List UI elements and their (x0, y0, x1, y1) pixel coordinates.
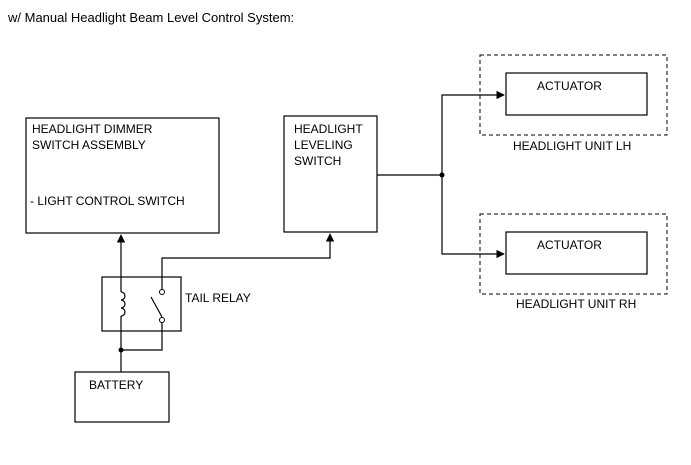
headlight-unit-lh-label: HEADLIGHT UNIT LH (513, 139, 631, 153)
leveling-switch-label-line1: HEADLIGHT (294, 122, 363, 136)
actuator-rh-box (505, 231, 648, 275)
diagram-title: w/ Manual Headlight Beam Level Control S… (7, 10, 294, 25)
actuator-lh-box (505, 72, 648, 116)
actuator-rh-label: ACTUATOR (537, 238, 602, 252)
relay-switch-arm (150, 296, 163, 318)
relay-coil (120, 291, 126, 317)
headlight-unit-lh: ACTUATOR HEADLIGHT UNIT LH (479, 54, 668, 153)
leveling-switch-label-line2: LEVELING (294, 138, 353, 152)
leveling-switch: HEADLIGHT LEVELING SWITCH (283, 115, 378, 233)
dimmer-switch-label-line2: SWITCH ASSEMBLY (32, 138, 146, 152)
wiring (116, 90, 505, 372)
leveling-switch-label-line3: SWITCH (294, 154, 341, 168)
battery: BATTERY (74, 371, 170, 423)
light-control-switch-label: - LIGHT CONTROL SWITCH (30, 194, 185, 208)
tail-relay-label: TAIL RELAY (185, 291, 251, 305)
relay-contact-bottom (159, 317, 165, 323)
dimmer-switch-label-line1: HEADLIGHT DIMMER (32, 122, 153, 136)
battery-label: BATTERY (89, 378, 143, 392)
dimmer-switch-assembly: HEADLIGHT DIMMER SWITCH ASSEMBLY - LIGHT… (25, 117, 220, 234)
headlight-unit-rh: ACTUATOR HEADLIGHT UNIT RH (479, 213, 668, 311)
tail-relay: TAIL RELAY (101, 276, 251, 332)
relay-contact-top (159, 289, 165, 295)
actuator-lh-label: ACTUATOR (537, 79, 602, 93)
headlight-unit-rh-label: HEADLIGHT UNIT RH (516, 297, 636, 311)
